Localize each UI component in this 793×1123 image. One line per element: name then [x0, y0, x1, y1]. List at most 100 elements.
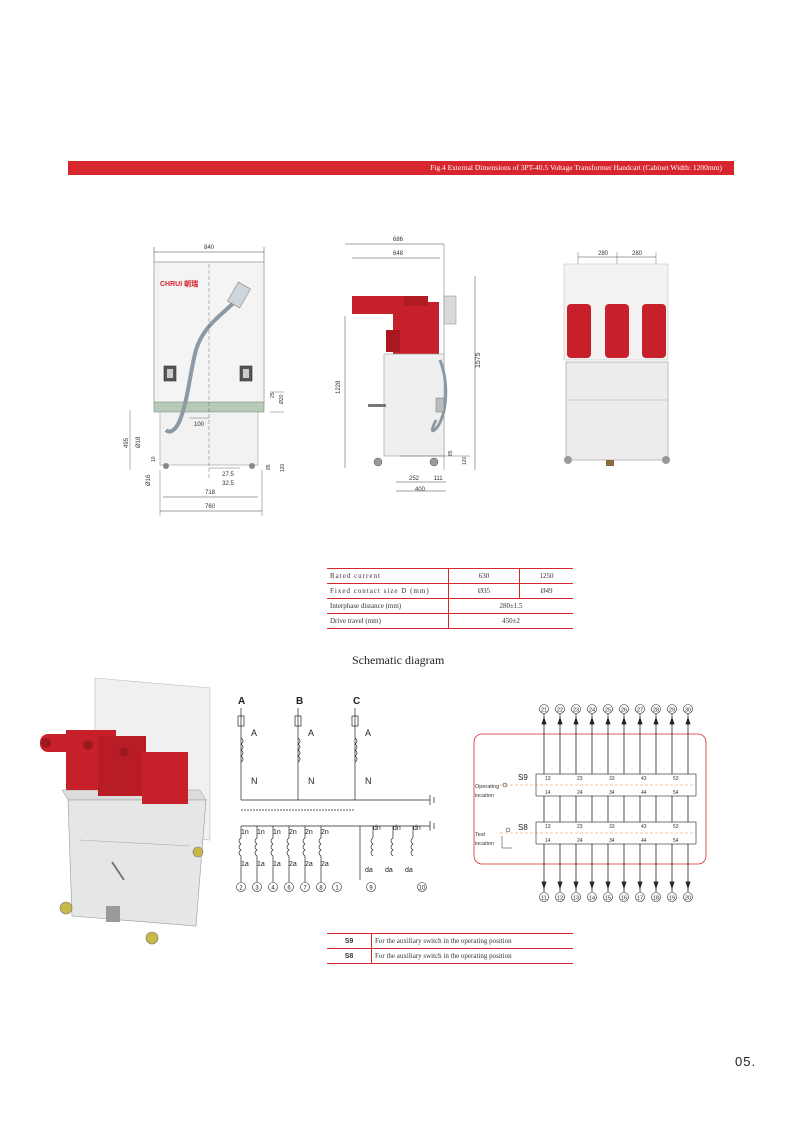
aux-bottom-terminal-number: 12: [557, 896, 563, 902]
figure-caption-banner: Fig.4 External Dimensions of 3PT-40.5 Vo…: [68, 161, 734, 175]
terminal-circle: [252, 882, 262, 892]
aux-bottom-terminal: [651, 892, 661, 902]
switch-key: S9: [327, 933, 372, 949]
dim-32-5: 32.5: [222, 481, 234, 487]
aux-arrow: [669, 716, 675, 725]
terminal-number: 10: [419, 886, 426, 892]
aux-bottom-terminal-number: 18: [653, 896, 659, 902]
dim-100: 100: [194, 422, 205, 428]
contact-bottom-number: 14: [545, 790, 551, 796]
spec-row: Drive travel (mm) 450±2: [327, 613, 573, 629]
contact-top-number: 33: [609, 824, 615, 830]
secondary-top-label: 1n: [273, 829, 281, 836]
open-delta-coil: [370, 837, 374, 857]
aux-top-terminal-number: 27: [637, 708, 643, 714]
contact-bottom-number: 14: [545, 838, 551, 844]
aux-top-terminal-number: 23: [573, 708, 579, 714]
s9-location-line1: Operating: [475, 784, 499, 790]
aux-arrow: [605, 881, 611, 890]
open-delta-bottom-label: da: [365, 867, 373, 874]
aux-bottom-terminal-number: 17: [637, 896, 643, 902]
aux-arrow: [685, 716, 691, 725]
schematic-title: Schematic diagram: [352, 653, 445, 667]
aux-arrow: [621, 881, 627, 890]
aux-top-terminal: [539, 704, 549, 714]
secondary-coil: [302, 837, 306, 857]
dim-495: 495: [124, 437, 130, 448]
secondary-coil: [254, 837, 258, 857]
aux-bottom-terminal: [603, 892, 613, 902]
aux-arrow: [669, 881, 675, 890]
spec-label: Drive travel (mm): [327, 613, 449, 629]
secondary-coil: [238, 837, 242, 857]
winding-top-label: A: [365, 728, 371, 738]
dim-pitch-left: 280: [598, 251, 609, 257]
aux-bottom-terminal-number: 15: [605, 896, 611, 902]
spec-value: Ø35: [448, 583, 520, 599]
aux-arrow: [653, 881, 659, 890]
vt-schematic: A B C A A A N N N 1n1a1n1a1n1a2n2a2n2a2n…: [236, 696, 435, 892]
aux-bottom-terminal-number: 13: [573, 896, 579, 902]
aux-arrow: [589, 881, 595, 890]
contact-bottom-number: 34: [609, 838, 615, 844]
contact-bottom-number: 54: [673, 790, 679, 796]
contact-bottom-number: 24: [577, 838, 583, 844]
secondary-top-label: 2n: [305, 829, 313, 836]
terminal-circle: [316, 882, 326, 892]
brand-logo: CHRUI 朝瑞: [160, 279, 198, 288]
aux-top-terminal: [683, 704, 693, 714]
dim-1228: 1228: [336, 380, 342, 394]
aux-arrow: [557, 881, 563, 890]
aux-bottom-terminal: [619, 892, 629, 902]
spec-label: Interphase distance (mm): [327, 598, 449, 614]
aux-top-terminal-number: 24: [589, 708, 595, 714]
terminal-number: 1: [335, 886, 339, 892]
side-view-drawing: 686 648 1575 1228 85 120 252 111 400: [336, 237, 482, 493]
secondary-coil: [270, 837, 274, 857]
aux-top-terminal-number: 26: [621, 708, 627, 714]
contact-top-number: 13: [545, 824, 551, 830]
spec-label: Fixed contact size D (mm): [327, 583, 449, 599]
switch-desc: For the auxiliary switch in the operatin…: [371, 948, 573, 964]
terminal-circle: [300, 882, 310, 892]
dim-400: 400: [415, 487, 426, 493]
rear-view-drawing: 280 280: [563, 251, 670, 466]
terminal-circle: [332, 882, 342, 892]
contact-bottom-number: 24: [577, 790, 583, 796]
dim-111: 111: [433, 476, 443, 482]
open-delta-coil: [390, 837, 394, 857]
aux-arrow: [541, 881, 547, 890]
aux-top-terminal: [571, 704, 581, 714]
terminal-number: 3: [255, 886, 259, 892]
winding-bottom-label: N: [251, 776, 258, 786]
switch-desc: For the auxiliary switch in the operatin…: [371, 933, 573, 949]
s9-location-line2: location: [475, 793, 494, 799]
dim-25: 25: [270, 392, 276, 398]
terminal-number: 9: [369, 886, 373, 892]
contact-top-number: 33: [609, 776, 615, 782]
spec-value: 280±1.5: [448, 598, 573, 614]
terminal-circle: [268, 882, 278, 892]
secondary-bottom-label: 2a: [305, 861, 313, 868]
contact-bottom-number: 34: [609, 790, 615, 796]
dim-20: Ø20: [279, 394, 285, 404]
switch-row: S9 For the auxiliary switch in the opera…: [327, 933, 573, 949]
page-number: 05.: [735, 1054, 757, 1069]
secondary-bottom-label: 1a: [257, 861, 265, 868]
phase-labels: A B C: [238, 696, 360, 707]
winding-top-label: A: [308, 728, 314, 738]
aux-top-terminal-number: 28: [653, 708, 659, 714]
aux-arrow: [653, 716, 659, 725]
aux-top-terminal-number: 30: [685, 708, 691, 714]
secondary-top-label: 2n: [321, 829, 329, 836]
secondary-bottom-label: 2a: [289, 861, 297, 868]
secondary-coil: [286, 837, 290, 857]
aux-bottom-terminal: [571, 892, 581, 902]
open-delta-coil: [410, 837, 414, 857]
s8-location-line2: location: [475, 841, 494, 847]
dim-252: 252: [409, 476, 420, 482]
dim-648: 648: [393, 251, 404, 257]
aux-bottom-terminal-number: 11: [541, 896, 547, 902]
dim-27-5: 27.5: [222, 472, 234, 478]
